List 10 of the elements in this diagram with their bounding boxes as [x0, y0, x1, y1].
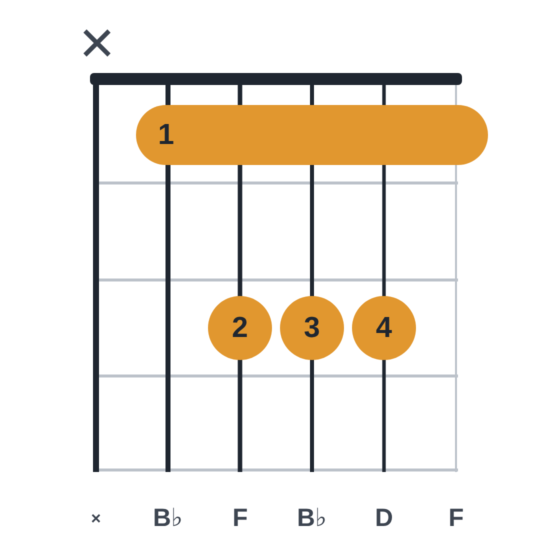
finger-number: 1: [158, 120, 174, 150]
finger-number: 2: [232, 314, 248, 342]
note-name: D: [375, 506, 394, 530]
mute-mark: ×: [91, 510, 101, 526]
finger-number: 3: [304, 314, 320, 342]
note-name: F: [232, 506, 248, 530]
note-name: B♭: [153, 506, 183, 530]
note-name: F: [448, 506, 464, 530]
finger-number: 4: [376, 314, 392, 342]
note-name: B♭: [297, 506, 327, 530]
